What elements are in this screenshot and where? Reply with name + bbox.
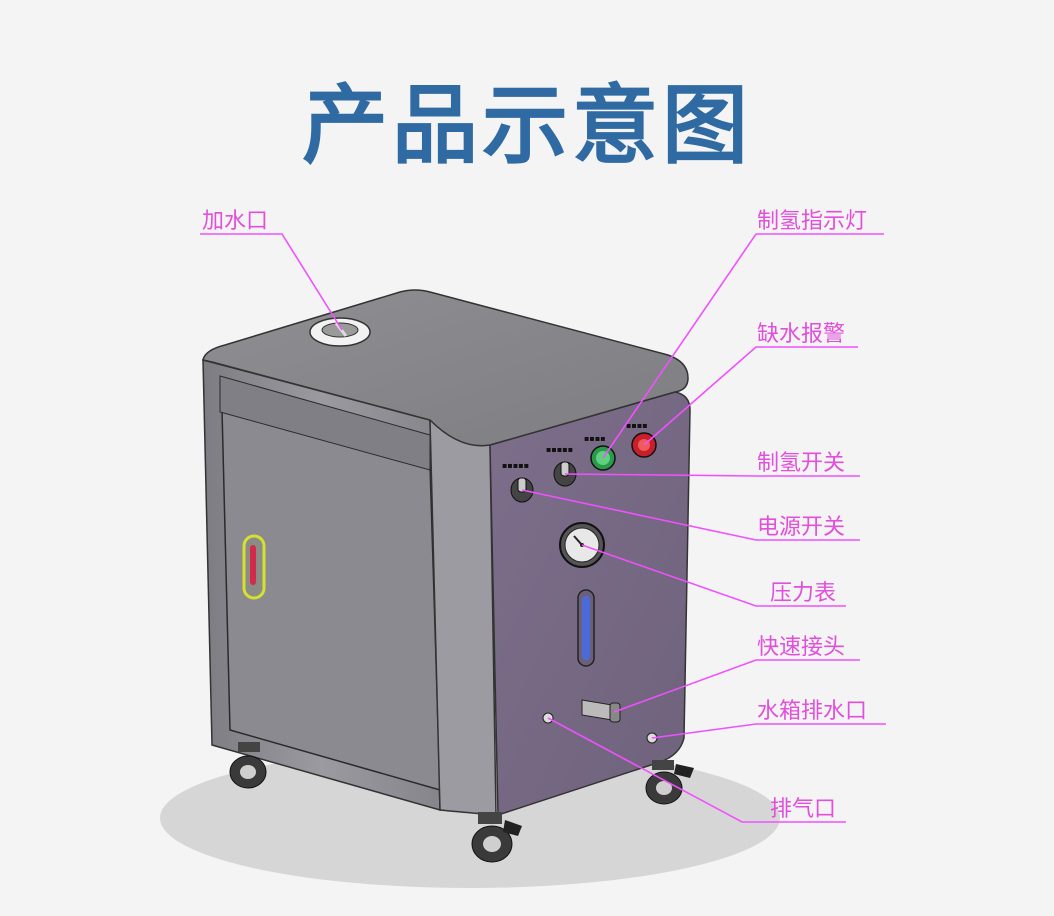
leader-line-hydrogen-switch	[564, 473, 860, 477]
svg-text:▪▪▪▪: ▪▪▪▪	[626, 421, 648, 430]
machine-body	[202, 289, 691, 817]
svg-text:▪▪▪▪: ▪▪▪▪	[584, 434, 606, 443]
leader-line-tank-drain	[651, 723, 886, 739]
label-hydrogen-switch: 制氢开关	[757, 451, 845, 476]
label-tank-drain: 水箱排水口	[757, 699, 867, 724]
leader-line-vent	[547, 717, 846, 823]
leader-line-low-water-alarm	[643, 346, 858, 446]
callout-labels: 加水口 制氢指示灯 缺水报警 制氢开关 电源开关 压力表 快速接头 水箱排水口 …	[202, 209, 867, 822]
svg-text:▪▪▪▪▪: ▪▪▪▪▪	[502, 461, 529, 470]
label-hydrogen-indicator: 制氢指示灯	[757, 209, 867, 234]
caster-wheel	[229, 742, 267, 789]
label-power-switch: 电源开关	[757, 515, 845, 540]
side-door	[221, 409, 441, 792]
page-title: 产品示意图	[302, 76, 752, 176]
leader-lines	[200, 233, 886, 823]
leader-line-power-switch	[521, 489, 860, 541]
label-pressure-gauge: 压力表	[770, 581, 836, 606]
label-water-inlet: 加水口	[202, 209, 268, 234]
quick-connector	[581, 699, 621, 723]
floor-shadow	[160, 748, 780, 888]
caster-wheel	[645, 760, 694, 805]
leader-line-pressure-gauge	[581, 544, 846, 607]
label-vent: 排气口	[770, 797, 836, 822]
water-level-sight-glass	[577, 589, 595, 667]
leader-line-hydrogen-indicator	[602, 233, 884, 459]
caster-wheel	[471, 812, 522, 863]
water-inlet-cap	[309, 317, 371, 347]
leader-line-water-inlet	[200, 233, 343, 331]
svg-text:▪▪▪▪▪: ▪▪▪▪▪	[546, 445, 573, 454]
label-low-water-alarm: 缺水报警	[757, 322, 845, 347]
label-quick-connector: 快速接头	[757, 635, 845, 660]
caster-wheels	[229, 742, 694, 863]
leader-line-quick-connector	[613, 659, 860, 713]
